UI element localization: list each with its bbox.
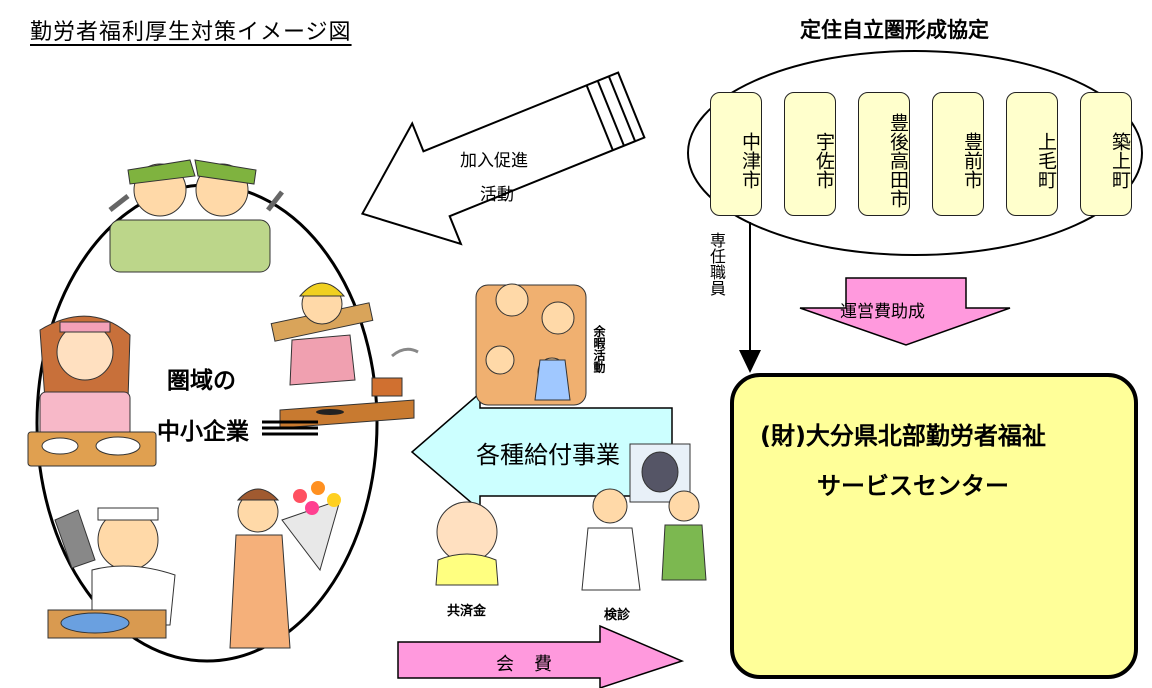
staff-arrowhead <box>739 350 761 373</box>
city-box-koge: 上毛町 <box>1006 92 1058 216</box>
city-box-nakatsu: 中津市 <box>710 92 762 216</box>
fee-label: 会 費 <box>496 654 553 675</box>
city-box-chikujo: 築上町 <box>1080 92 1132 216</box>
promotion-arrow <box>360 71 646 246</box>
family-illustration <box>475 283 587 406</box>
service-center-name-line2: サービスセンター <box>817 472 1009 500</box>
promotion-label-line1: 加入促進 <box>460 151 528 171</box>
region-label-line1: 圏域の <box>167 368 236 394</box>
sme-underline-mark <box>262 420 318 436</box>
service-center-name-line1: (財)大分県北部勤労者福祉 <box>760 422 1046 450</box>
mutual-aid-label: 共済金 <box>447 604 487 619</box>
city-box-usa: 宇佐市 <box>784 92 836 216</box>
agreement-title: 定住自立圏形成協定 <box>800 18 989 42</box>
doctor-illustration <box>581 443 707 591</box>
region-label-line2: 中小企業 <box>157 419 249 445</box>
checkup-label: 検診 <box>604 608 631 623</box>
baby-illustration <box>435 501 499 586</box>
workers-illustration <box>108 159 284 273</box>
city-box-bungotakada: 豊後高田市 <box>858 92 910 216</box>
city-box-buzen: 豊前市 <box>932 92 984 216</box>
subsidy-label: 運営費助成 <box>840 302 925 322</box>
promotion-label-line2: 活動 <box>480 185 514 205</box>
fee-arrow <box>397 624 685 688</box>
diagram-title: 勤労者福利厚生対策イメージ図 <box>30 20 352 45</box>
cook-illustration <box>47 507 176 639</box>
carpenter-illustration <box>270 282 419 429</box>
waitress-illustration <box>27 315 157 467</box>
florist-illustration <box>229 481 341 649</box>
service-center-box <box>730 373 1138 679</box>
leisure-label: 余暇活動 <box>592 325 606 373</box>
staff-label: 専任職員 <box>707 232 726 296</box>
benefits-label: 各種給付事業 <box>476 441 620 469</box>
subsidy-arrow <box>799 277 1011 346</box>
